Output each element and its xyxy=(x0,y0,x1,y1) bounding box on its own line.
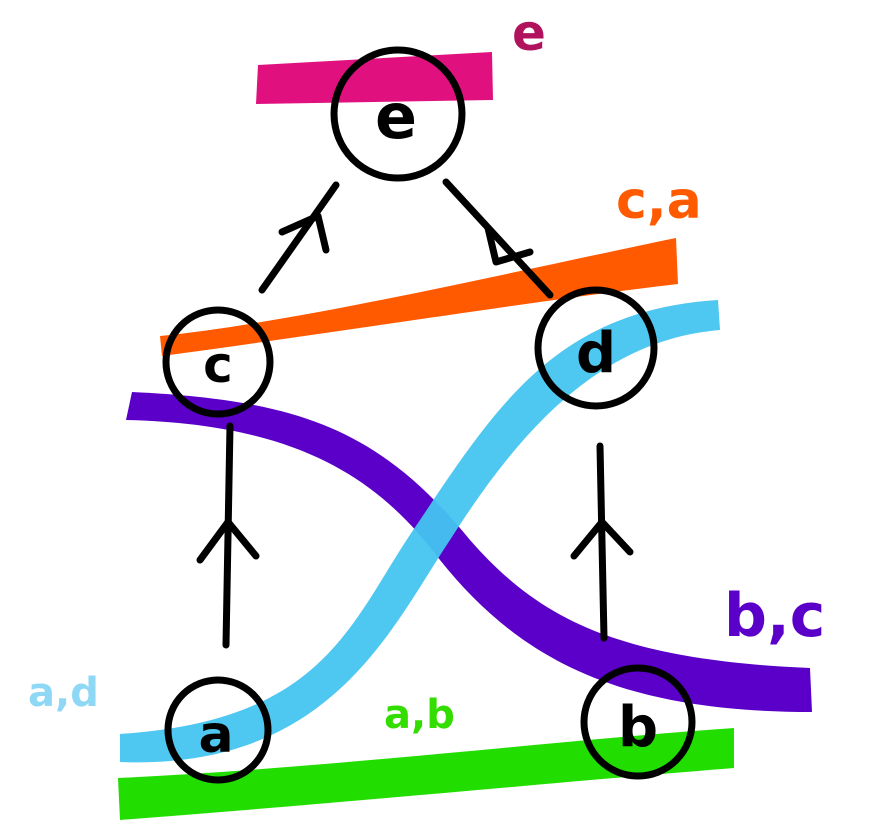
band-a-b xyxy=(118,728,734,820)
node-label-a: a xyxy=(198,705,233,765)
edge-c-e xyxy=(258,181,340,294)
node-b-circle xyxy=(580,664,696,780)
band-label-a-b: a,b xyxy=(384,692,455,738)
arrow-head-c-e xyxy=(278,212,330,254)
node-label-e: e xyxy=(375,80,417,153)
arrow-head-a-c xyxy=(196,518,260,564)
node-label-c: c xyxy=(203,336,233,394)
band-label-e: e xyxy=(512,4,546,62)
node-e-circle xyxy=(330,46,466,182)
band-label-c-a: c,a xyxy=(616,171,702,231)
band-a-d xyxy=(120,300,720,763)
edge-a-c xyxy=(222,422,234,649)
node-label-b: b xyxy=(618,695,658,760)
node-d-circle xyxy=(534,286,658,410)
node-labels: e c d a b xyxy=(198,80,658,765)
bands xyxy=(118,52,812,820)
band-labels: e c,a a,d b,c a,b xyxy=(28,4,825,738)
edges xyxy=(196,178,634,649)
node-a-circle xyxy=(164,676,272,784)
nodes xyxy=(162,46,696,784)
band-label-b-c: b,c xyxy=(724,581,825,651)
band-label-a-d: a,d xyxy=(28,670,99,716)
arrow-head-b-d xyxy=(570,518,634,560)
band-b-c xyxy=(126,392,812,712)
node-label-d: d xyxy=(576,321,616,386)
arrow-head-d-e xyxy=(484,224,534,266)
node-c-circle xyxy=(162,306,274,418)
band-c-a xyxy=(160,238,678,356)
edge-d-e xyxy=(442,178,554,299)
edge-b-d xyxy=(596,442,608,642)
